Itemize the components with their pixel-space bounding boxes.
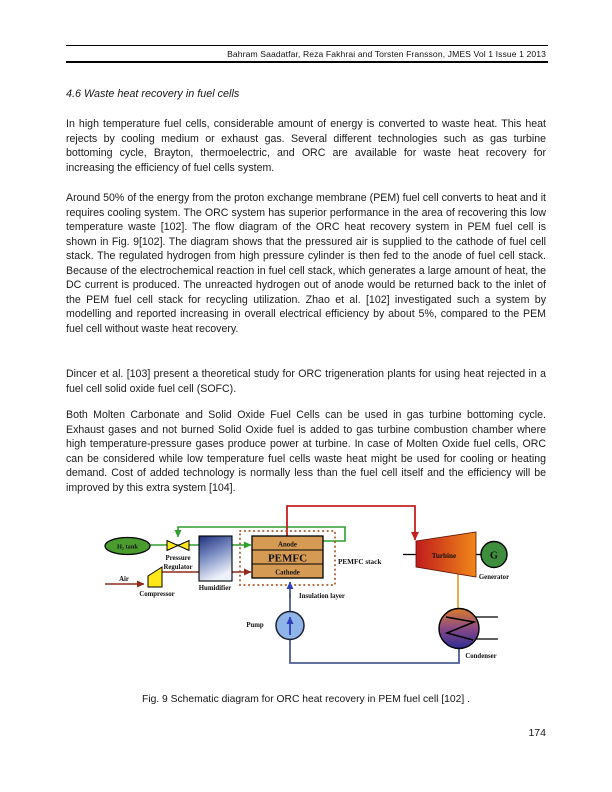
running-header: Bahram Saadatfar, Reza Fakhrai and Torst… (66, 45, 548, 63)
pemfc-stack-label: PEMFC stack (338, 558, 381, 566)
generator-letter: G (490, 551, 498, 562)
anode-label: Anode (278, 542, 297, 549)
condenser-label: Condenser (465, 653, 496, 660)
hot-vapor-pipe (286, 505, 419, 541)
humidifier-box (198, 535, 233, 582)
paragraph-1: In high temperature fuel cells, consider… (66, 118, 546, 174)
pressure-regulator-valve (166, 539, 180, 552)
humidifier-label: Humidifier (199, 585, 231, 592)
turbine-shape (415, 531, 477, 578)
pressure-regulator-valve (176, 539, 190, 552)
paragraph-2: Around 50% of the energy from the proton… (66, 192, 546, 335)
air-label: Air (119, 576, 129, 583)
condensate-pipe (289, 639, 460, 664)
orc-pem-schematic: Humidifier H₂ tank Pressure Regulator Ai… (104, 505, 509, 664)
h2-tank-shape (104, 536, 151, 556)
page-number: 174 (528, 727, 546, 739)
cathode-label: Cathode (275, 570, 300, 577)
generator-shape (480, 540, 508, 569)
pemfc-stack-box (251, 535, 324, 579)
generator-label: Generator (479, 574, 509, 581)
compressor-shape (147, 566, 163, 588)
figure-caption: Fig. 9 Schematic diagram for ORC heat re… (142, 694, 470, 705)
h2-tank-label: H₂ tank (117, 544, 138, 551)
turbine-label: Turbine (432, 552, 457, 560)
paragraph-3: Dincer et al. [103] present a theoretica… (66, 368, 546, 395)
insulation-dotted-border (239, 530, 336, 586)
compressor-label: Compressor (139, 591, 174, 598)
condenser-coil (444, 616, 477, 641)
pressure-regulator-label-2: Regulator (163, 564, 192, 571)
figure-9-diagram: Humidifier H₂ tank Pressure Regulator Ai… (85, 503, 525, 703)
section-heading: 4.6 Waste heat recovery in fuel cells (66, 88, 240, 100)
pemfc-label: PEMFC (268, 553, 307, 565)
hydrogen-recycle-pipe (174, 526, 346, 542)
pressure-regulator-label-1: Pressure (165, 555, 190, 562)
insulation-layer-label: Insulation layer (299, 593, 345, 600)
paragraph-4: Both Molten Carbonate and Solid Oxide Fu… (66, 409, 546, 494)
pump-label: Pump (246, 622, 264, 629)
